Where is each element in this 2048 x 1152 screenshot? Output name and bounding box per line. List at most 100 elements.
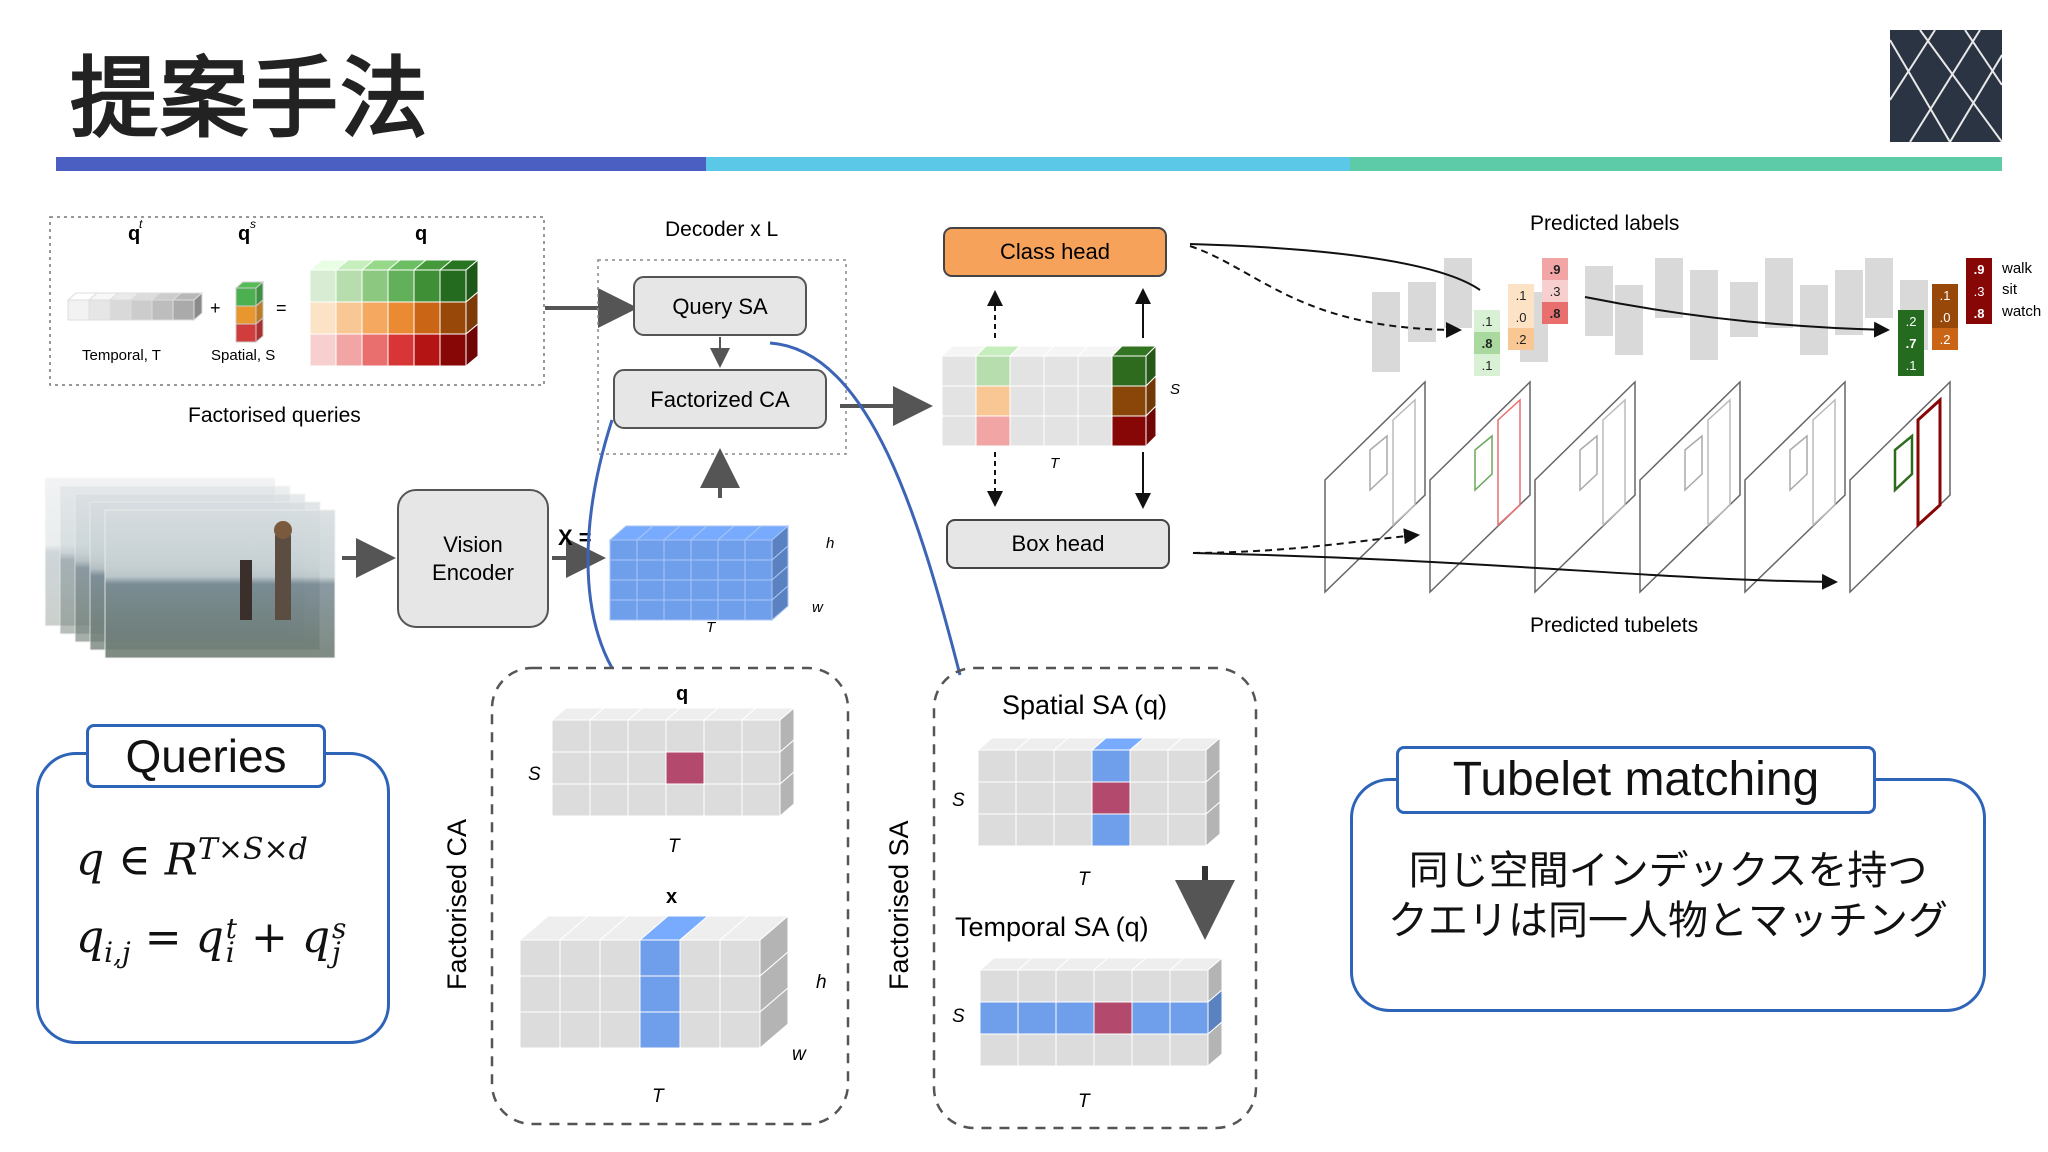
grid-cell bbox=[665, 719, 705, 753]
grid-cell bbox=[717, 579, 746, 601]
grid-cell bbox=[979, 1001, 1019, 1035]
label-cell bbox=[1966, 302, 1992, 324]
label-cell bbox=[1474, 354, 1500, 376]
grid-cell bbox=[1111, 355, 1147, 387]
label-value: .8 bbox=[1974, 306, 1985, 321]
box-head-box bbox=[946, 519, 1170, 569]
grid-cell bbox=[679, 1011, 721, 1049]
ca-h-label: h bbox=[816, 972, 827, 993]
grid-cell bbox=[519, 939, 561, 977]
label-bg-bar bbox=[1835, 270, 1863, 335]
ca-feature-cube bbox=[518, 914, 790, 1050]
tubelet-box bbox=[1350, 778, 1986, 1012]
grid-cell bbox=[413, 269, 441, 303]
tubelet-title: Tubelet matching bbox=[1452, 753, 1820, 806]
grid-cell bbox=[679, 975, 721, 1013]
ca-t-label: T bbox=[668, 836, 681, 857]
grid-cell bbox=[559, 939, 601, 977]
grid-cell bbox=[703, 719, 743, 753]
equals-sign: = bbox=[276, 298, 287, 318]
grid-cell bbox=[1077, 385, 1113, 417]
grid-cell bbox=[1015, 781, 1055, 815]
label-value: .9 bbox=[1550, 262, 1561, 277]
grid-cell-side bbox=[759, 986, 789, 1050]
grid-cell bbox=[979, 1033, 1019, 1067]
temporal-query-bar bbox=[66, 291, 204, 322]
grid-cell bbox=[1043, 385, 1079, 417]
grid-cell bbox=[1093, 969, 1133, 1003]
tubelet-box-large bbox=[1392, 398, 1416, 527]
tubelet-frame bbox=[1429, 380, 1531, 594]
factorized-ca-box bbox=[613, 369, 827, 429]
grid-cell bbox=[1167, 813, 1207, 847]
class-head-box bbox=[943, 227, 1167, 277]
label-cell bbox=[1508, 328, 1534, 350]
grid-cell bbox=[663, 579, 692, 601]
factorised-queries-caption: Factorised queries bbox=[188, 404, 361, 427]
grid-cell bbox=[627, 751, 667, 785]
grid-cell bbox=[589, 719, 629, 753]
grid-cell bbox=[1017, 1001, 1057, 1035]
grid-cell bbox=[361, 269, 389, 303]
label-bg-bar bbox=[1615, 285, 1643, 355]
tubelet-box-large bbox=[1707, 398, 1731, 527]
grid-cell bbox=[1091, 781, 1131, 815]
grid-cell bbox=[519, 1011, 561, 1049]
label-bg-bar bbox=[1655, 258, 1683, 318]
label-background-bars bbox=[1372, 258, 1928, 372]
label-cell bbox=[1898, 310, 1924, 332]
grid-cell bbox=[551, 719, 591, 753]
q-s-label: q bbox=[238, 223, 250, 245]
grid-cell bbox=[151, 299, 174, 321]
grid-cell bbox=[975, 355, 1011, 387]
tubelet-box-small bbox=[1789, 434, 1808, 492]
grid-cell bbox=[719, 975, 761, 1013]
feature-h-label: h bbox=[826, 535, 834, 552]
grid-cell bbox=[361, 301, 389, 335]
vision-encoder-box bbox=[397, 489, 549, 628]
label-value: .8 bbox=[1482, 336, 1493, 351]
query-color-grid bbox=[308, 258, 480, 368]
tubelet-box-small bbox=[1893, 433, 1914, 493]
grid-cell bbox=[690, 559, 719, 581]
tubelet-line1: 同じ空間インデックスを持つ bbox=[1408, 848, 1928, 894]
grid-cell bbox=[717, 559, 746, 581]
label-bg-bar bbox=[1865, 258, 1893, 318]
grid-cell bbox=[744, 539, 773, 561]
grid-cell bbox=[975, 415, 1011, 447]
grid-cell bbox=[975, 385, 1011, 417]
label-value: .1 bbox=[1482, 358, 1493, 373]
tubelet-frame bbox=[1639, 380, 1741, 594]
label-bg-bar bbox=[1408, 282, 1436, 342]
label-value: .1 bbox=[1482, 314, 1493, 329]
grid-cell bbox=[717, 539, 746, 561]
spatial-sa-grid bbox=[976, 736, 1222, 848]
grid-cell bbox=[439, 333, 467, 367]
grid-cell bbox=[639, 975, 681, 1013]
grid-cell bbox=[977, 781, 1017, 815]
grid-cell bbox=[235, 305, 257, 325]
ca-w-label: w bbox=[792, 1044, 807, 1065]
ca-x-label: x bbox=[666, 886, 677, 908]
grid-cell bbox=[1017, 969, 1057, 1003]
queries-box bbox=[36, 752, 390, 1044]
grid-cell bbox=[130, 299, 153, 321]
grid-cell bbox=[979, 969, 1019, 1003]
grid-cell bbox=[703, 751, 743, 785]
temporal-label: Temporal, T bbox=[82, 347, 161, 364]
ca-q-label: q bbox=[676, 683, 688, 705]
grid-cell bbox=[1131, 1033, 1171, 1067]
grid-cell bbox=[67, 299, 90, 321]
label-cell bbox=[1542, 280, 1568, 302]
action-walk: walk bbox=[2001, 260, 2033, 277]
label-cell bbox=[1474, 332, 1500, 354]
tubelet-box-small bbox=[1684, 434, 1703, 492]
label-value: .9 bbox=[1974, 262, 1985, 277]
sa-t-label: T bbox=[1078, 869, 1091, 890]
x-label: X = bbox=[558, 525, 592, 550]
title-bar-cyan bbox=[706, 157, 1350, 171]
grid-cell bbox=[663, 559, 692, 581]
label-cell bbox=[1932, 328, 1958, 350]
